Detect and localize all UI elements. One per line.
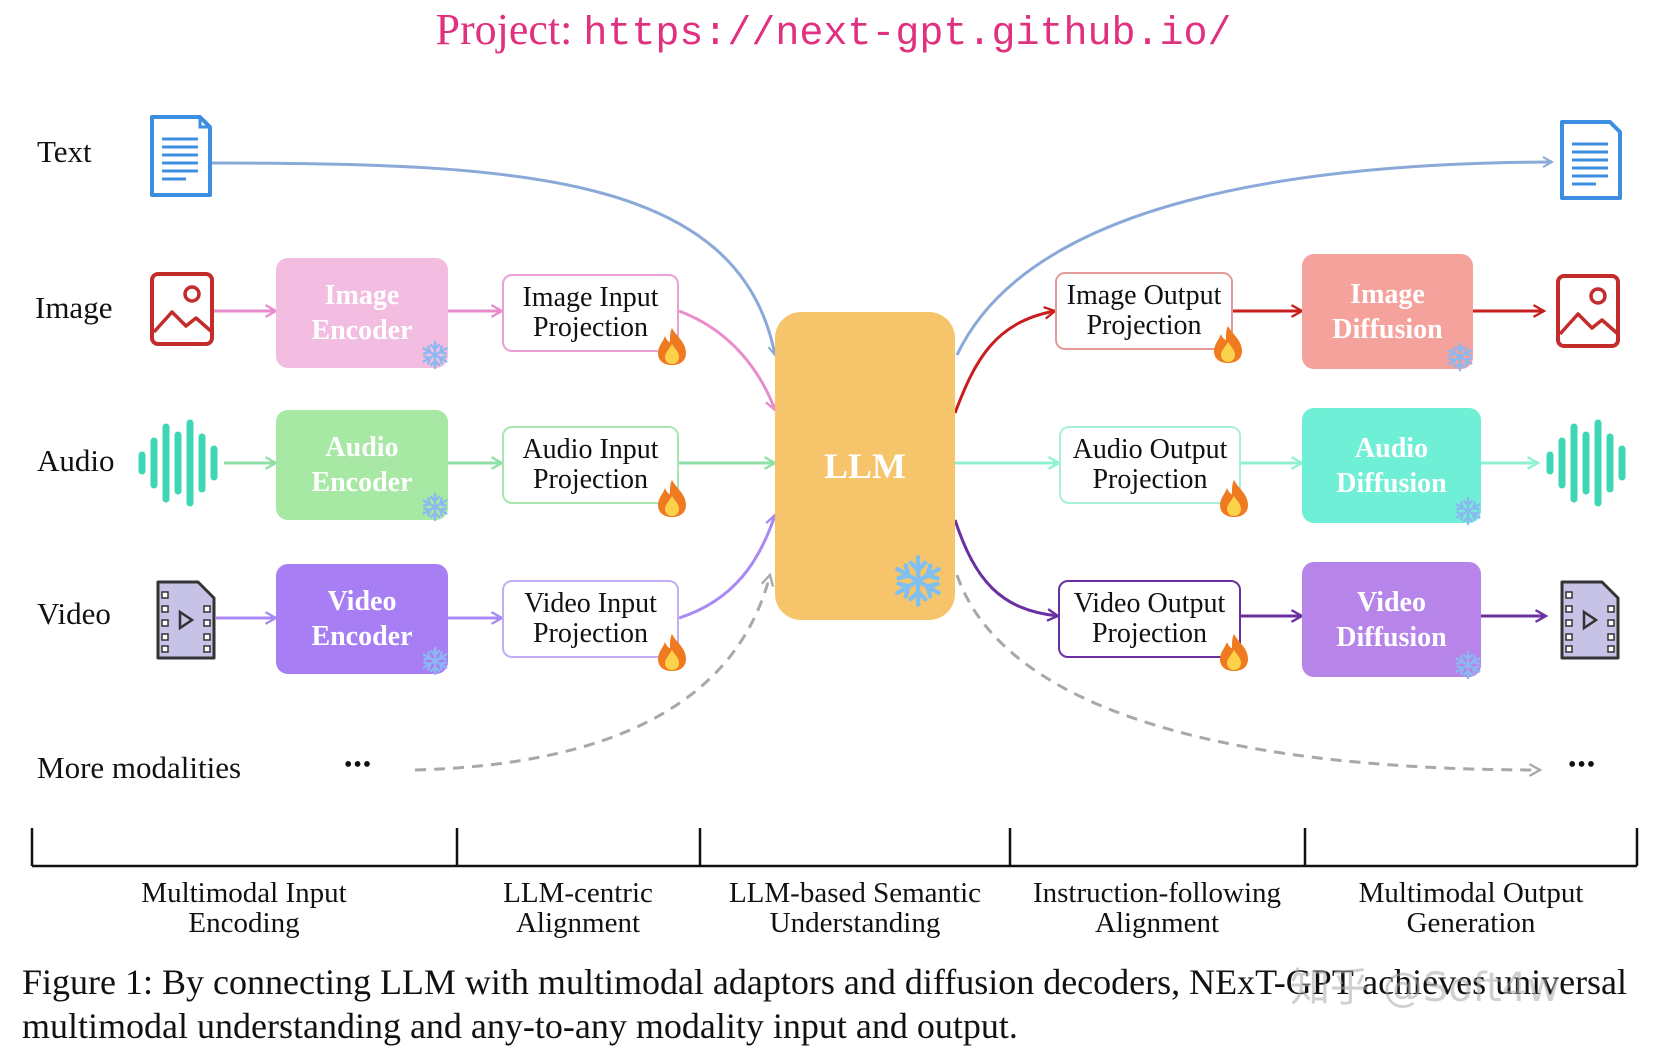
image-icon <box>1556 274 1620 348</box>
stage-bracket <box>30 828 1639 868</box>
text-output-edge <box>955 162 1552 356</box>
image-projection-to-llm-edge <box>678 309 775 410</box>
flame-icon <box>1214 326 1242 363</box>
watermark: 知乎 @Soft4w <box>1290 965 1560 1011</box>
snowflake-icon <box>887 550 949 612</box>
project-title: Project: https://next-gpt.github.io/ <box>0 4 1667 57</box>
flame-icon <box>1220 634 1248 671</box>
stage-label-input-encoding: Multimodal Input Encoding <box>141 877 347 939</box>
more-modalities-output-edge <box>955 574 1540 770</box>
modality-label-text: Text <box>37 134 92 169</box>
stage-label-llm-alignment: LLM-centric Alignment <box>503 877 653 939</box>
figure-caption: Figure 1: By connecting LLM with multimo… <box>22 962 1628 1046</box>
audio-input-projection-box[interactable]: Audio Input Projection <box>502 426 679 504</box>
video-file-icon <box>156 580 216 660</box>
snowflake-icon <box>1447 342 1473 372</box>
audio-diffusion-box[interactable]: Audio Diffusion <box>1302 408 1481 523</box>
flame-icon <box>658 634 686 671</box>
more-modalities-input-edge <box>414 575 770 772</box>
project-title-prefix: Project: <box>435 5 584 54</box>
document-icon <box>1560 120 1622 200</box>
stage-label-semantic-understanding: LLM-based Semantic Understanding <box>728 877 982 939</box>
video-diffusion-box[interactable]: Video Diffusion <box>1302 562 1481 677</box>
video-output-projection-box[interactable]: Video Output Projection <box>1058 580 1241 658</box>
text-input-edge <box>211 161 775 355</box>
llm-to-video-output-edge <box>953 519 1058 616</box>
video-file-icon <box>1560 580 1620 660</box>
llm-to-image-output-edge <box>953 311 1055 414</box>
modality-label-image: Image <box>35 290 113 325</box>
modality-label-more: More modalities <box>37 750 242 785</box>
flame-icon <box>658 328 686 365</box>
snowflake-icon <box>1455 650 1481 680</box>
image-output-projection-box[interactable]: Image Output Projection <box>1055 272 1233 350</box>
snowflake-icon <box>422 492 448 522</box>
flame-icon <box>658 480 686 517</box>
image-encoder-box[interactable]: Image Encoder <box>276 258 448 368</box>
more-modalities-input-ellipsis: ••• <box>344 752 373 778</box>
image-icon <box>150 272 214 346</box>
waveform-icon <box>138 419 218 507</box>
modality-label-audio: Audio <box>37 443 115 478</box>
document-icon <box>150 115 212 197</box>
more-modalities-output-ellipsis: ••• <box>1568 752 1597 778</box>
video-projection-to-llm-edge <box>678 515 775 620</box>
flame-icon <box>1220 480 1248 517</box>
snowflake-icon <box>422 646 448 676</box>
image-diffusion-box[interactable]: Image Diffusion <box>1302 254 1473 369</box>
snowflake-icon <box>1455 496 1481 526</box>
video-encoder-box[interactable]: Video Encoder <box>276 564 448 674</box>
snowflake-icon <box>422 340 448 370</box>
llm-box[interactable]: LLM <box>775 312 955 620</box>
audio-output-projection-box[interactable]: Audio Output Projection <box>1059 426 1241 504</box>
project-url[interactable]: https://next-gpt.github.io/ <box>583 12 1232 57</box>
stage-label-output-generation: Multimodal Output Generation <box>1358 877 1584 939</box>
video-input-projection-box[interactable]: Video Input Projection <box>502 580 679 658</box>
audio-encoder-box[interactable]: Audio Encoder <box>276 410 448 520</box>
stage-label-instruction-alignment: Instruction-following Alignment <box>1032 877 1282 939</box>
image-input-projection-box[interactable]: Image Input Projection <box>502 274 679 352</box>
modality-label-video: Video <box>37 596 111 631</box>
waveform-icon <box>1546 419 1626 507</box>
